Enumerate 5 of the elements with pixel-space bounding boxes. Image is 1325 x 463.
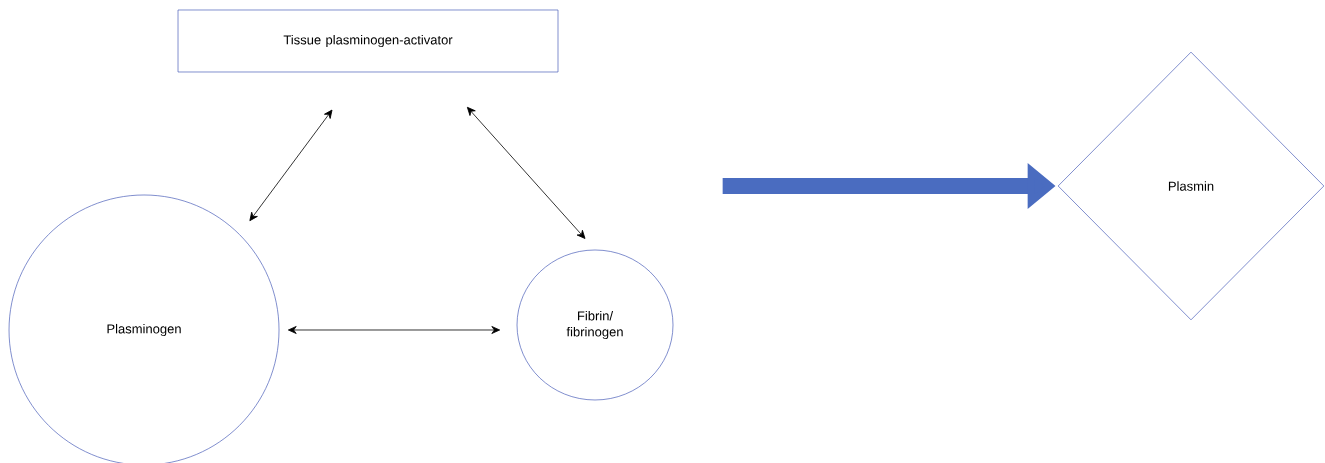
arrow <box>287 326 501 334</box>
process-box: Tissue plasminogen-activator <box>177 9 559 73</box>
ellipse-node: Fibrin/ fibrinogen <box>516 249 674 401</box>
arrow <box>249 109 333 222</box>
arrow <box>466 106 586 239</box>
